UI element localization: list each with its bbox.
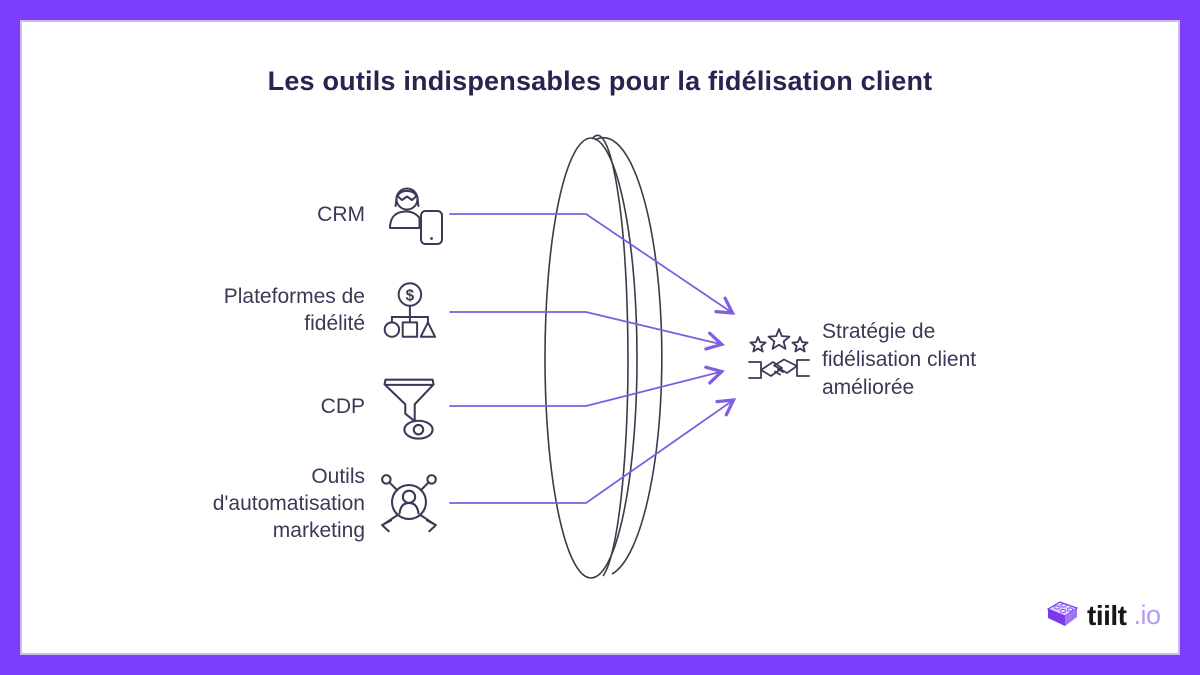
tool-label-crm: CRM	[317, 203, 365, 226]
tiilt-logo: tiilt.io	[1044, 597, 1161, 634]
converging-arrows	[449, 213, 737, 504]
brick-icon	[1044, 597, 1080, 634]
tool-label-plateformes: Plateformes de fidélité	[223, 285, 365, 335]
marketing-automation-icon	[376, 468, 442, 536]
person-with-tablet-icon	[378, 184, 448, 246]
arrow-plateformes	[449, 311, 725, 351]
logo-brand-text: tiilt	[1087, 599, 1127, 631]
lens-shape	[544, 134, 663, 579]
page-title: Les outils indispensables pour la fidéli…	[267, 66, 933, 96]
arrow-crm	[449, 213, 736, 315]
tool-label-automatisation: Outils d'automatisation marketing	[212, 465, 365, 542]
arrow-automatisation	[449, 398, 737, 504]
arrow-cdp	[449, 365, 725, 407]
money-distribution-icon: $	[380, 281, 438, 344]
dollar-glyph: $	[406, 287, 415, 304]
result-label: Stratégie de fidélisation client amélior…	[822, 320, 977, 399]
logo-suffix-text: .io	[1133, 600, 1162, 630]
stars-handshake-icon	[746, 326, 812, 390]
funnel-eye-icon	[377, 372, 443, 444]
tool-label-cdp: CDP	[320, 395, 365, 418]
